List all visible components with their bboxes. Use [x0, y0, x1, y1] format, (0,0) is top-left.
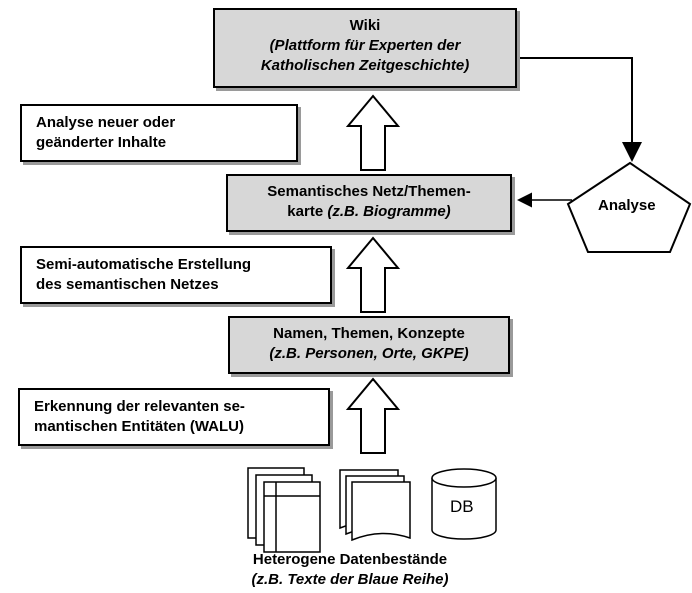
up-arrow-1	[345, 94, 401, 171]
wiki-to-analyse-arrow	[517, 57, 642, 162]
semantic-net-line-2-plain: karte	[287, 203, 328, 220]
semantic-net-line-2: karte (z.B. Biogramme)	[228, 202, 510, 222]
database-icon	[431, 468, 497, 540]
document-stack-icon	[247, 467, 321, 553]
database-label: DB	[450, 497, 474, 516]
annotation-analyse-line-1: Analyse neuer oder	[36, 114, 176, 131]
wiki-title: Wiki	[349, 17, 381, 34]
entities-line-2: (z.B. Personen, Orte, GKPE)	[269, 345, 469, 362]
up-arrow-2	[345, 236, 401, 313]
entities-line-1: Namen, Themen, Konzepte	[273, 325, 465, 342]
annotation-recognition-line-1: Erkennung der relevanten se-	[34, 398, 245, 415]
semantic-net-line-2-italic: (z.B. Biogramme)	[327, 203, 451, 220]
documents-icon	[339, 469, 411, 542]
wiki-subtitle-line-2: Katholischen Zeitgeschichte)	[260, 57, 470, 74]
wiki-box: Wiki (Plattform für Experten der Katholi…	[213, 8, 517, 88]
entities-box: Namen, Themen, Konzepte (z.B. Personen, …	[228, 316, 510, 374]
annotation-creation-line-1: Semi-automatische Erstellung	[36, 256, 252, 273]
wiki-subtitle-line-1: (Plattform für Experten der	[269, 37, 461, 54]
annotation-recognition-box: Erkennung der relevanten se- mantischen …	[18, 388, 330, 446]
annotation-creation-box: Semi-automatische Erstellung des semanti…	[20, 246, 332, 304]
annotation-analyse-box: Analyse neuer oder geänderter Inhalte	[20, 104, 298, 162]
datasources-caption-1: Heterogene Datenbestände	[252, 551, 448, 568]
semantic-net-line-1: Semantisches Netz/Themen-	[267, 183, 471, 200]
annotation-recognition-line-2: mantischen Entitäten (WALU)	[34, 418, 245, 435]
up-arrow-3	[345, 377, 401, 454]
annotation-creation-line-2: des semantischen Netzes	[36, 276, 219, 293]
semantic-net-box: Semantisches Netz/Themen- karte (z.B. Bi…	[226, 174, 512, 232]
analyse-label: Analyse	[598, 197, 656, 214]
datasources-caption-2: (z.B. Texte der Blaue Reihe)	[251, 571, 449, 588]
analyse-pentagon	[566, 161, 692, 253]
annotation-analyse-line-2: geänderter Inhalte	[36, 134, 167, 151]
